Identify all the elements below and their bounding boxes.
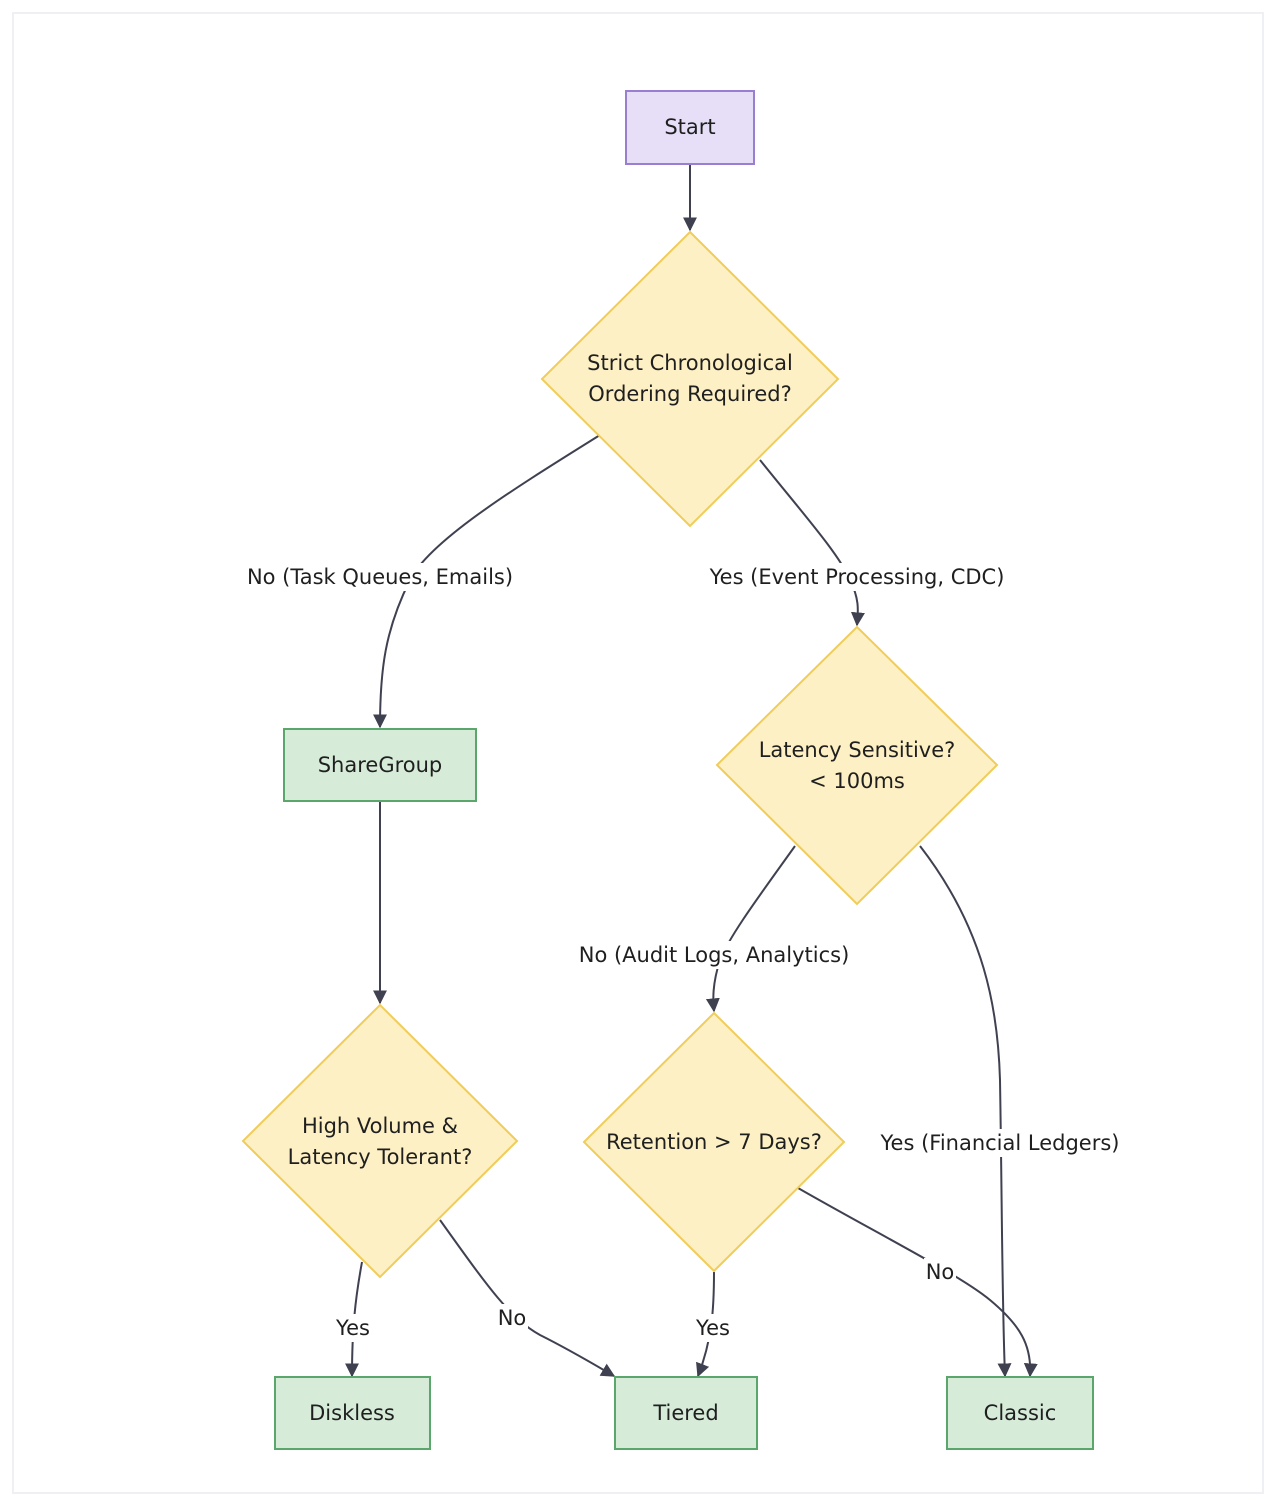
start-node: Start — [625, 90, 755, 165]
volume-decision: High Volume & Latency Tolerant? — [241, 1003, 519, 1279]
sharegroup-label: ShareGroup — [318, 753, 443, 777]
edge-label-latency-yes: Yes (Financial Ledgers) — [880, 1129, 1120, 1157]
volume-label-line1: High Volume & — [302, 1114, 458, 1138]
edge-retention-to-classic — [797, 1187, 1038, 1378]
svg-text:Yes: Yes — [335, 1316, 370, 1340]
svg-text:No: No — [498, 1306, 527, 1330]
edge-label-volume-yes: Yes — [334, 1314, 372, 1342]
edge-label-volume-no: No — [496, 1304, 528, 1332]
edge-ordering-to-latency — [759, 459, 865, 627]
tiered-label: Tiered — [652, 1401, 718, 1425]
svg-text:Yes: Yes — [695, 1316, 730, 1340]
edge-label-latency-no: No (Audit Logs, Analytics) — [579, 941, 850, 969]
edge-label-retention-no: No — [924, 1258, 956, 1286]
flowchart-canvas — [12, 12, 1264, 1494]
classic-label: Classic — [984, 1401, 1057, 1425]
svg-text:No (Audit Logs, Analytics): No (Audit Logs, Analytics) — [579, 943, 850, 967]
classic-node: Classic — [946, 1376, 1094, 1450]
edge-latency-to-classic — [919, 845, 1012, 1378]
svg-text:No (Task Queues, Emails): No (Task Queues, Emails) — [247, 565, 513, 589]
edge-latency-to-retention — [705, 845, 796, 1013]
svg-text:No: No — [926, 1260, 955, 1284]
ordering-label-line1: Strict Chronological — [587, 351, 793, 375]
retention-label: Retention > 7 Days? — [606, 1130, 822, 1154]
svg-text:Yes (Financial Ledgers): Yes (Financial Ledgers) — [880, 1131, 1120, 1155]
latency-label-line2: < 100ms — [809, 769, 905, 793]
retention-decision: Retention > 7 Days? — [582, 1011, 846, 1273]
edge-volume-to-tiered — [439, 1219, 616, 1377]
tiered-node: Tiered — [614, 1376, 758, 1450]
svg-text:Yes (Event Processing, CDC): Yes (Event Processing, CDC) — [709, 565, 1005, 589]
edge-label-ordering-no: No (Task Queues, Emails) — [247, 563, 513, 591]
volume-label-line2: Latency Tolerant? — [288, 1145, 473, 1169]
edge-label-ordering-yes: Yes (Event Processing, CDC) — [709, 563, 1005, 591]
ordering-decision: Strict Chronological Ordering Required? — [540, 230, 840, 528]
latency-label-line1: Latency Sensitive? — [759, 738, 956, 762]
diskless-label: Diskless — [309, 1401, 395, 1425]
sharegroup-node: ShareGroup — [283, 728, 477, 802]
edge-label-retention-yes: Yes — [694, 1314, 732, 1342]
diskless-node: Diskless — [274, 1376, 431, 1450]
latency-decision: Latency Sensitive? < 100ms — [715, 625, 999, 906]
ordering-label-line2: Ordering Required? — [588, 382, 791, 406]
start-label: Start — [664, 115, 715, 139]
